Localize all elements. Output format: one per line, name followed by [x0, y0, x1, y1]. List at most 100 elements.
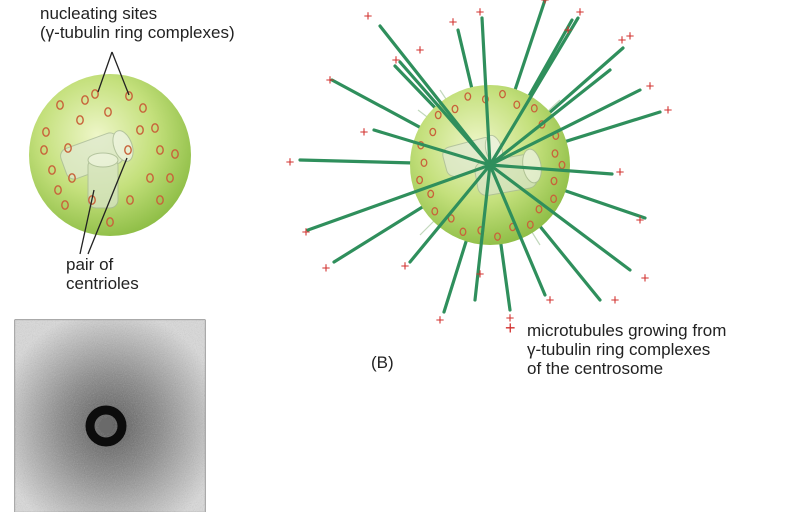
gamma-tubulin-ring — [558, 160, 566, 170]
gamma-tubulin-ring — [526, 220, 534, 229]
microtubule — [480, 16, 492, 167]
gamma-tubulin-ring — [104, 107, 112, 117]
plus-end-marker: + — [616, 164, 625, 181]
plus-ends: + + + + + + + + + + + + + + + + + + + + + + + + + + — [286, 0, 673, 329]
gamma-tubulin-ring — [431, 207, 439, 216]
gamma-tubulin-ring — [42, 127, 50, 137]
gamma-tubulin-ring — [106, 217, 114, 227]
gamma-tubulin-ring — [416, 175, 424, 185]
gamma-tubulin-ring — [48, 165, 56, 175]
plus-end-marker: + — [618, 32, 627, 49]
gamma-tubulin-ring — [451, 104, 459, 114]
gamma-tubulin-ring — [139, 103, 147, 113]
centrosome-b: + + + + + + + + + + + + + + + + + + + + + + + + + + — [286, 0, 673, 329]
plus-end-marker: + — [416, 42, 425, 59]
plus-end-marker: + — [392, 52, 401, 69]
pointer-nucleating-1 — [97, 51, 113, 93]
gamma-tubulin-ring — [499, 89, 506, 99]
gamma-tubulin-ring — [68, 173, 76, 183]
electron-micrograph — [14, 319, 206, 512]
microtubules-front — [306, 16, 642, 302]
gamma-tubulin-ring — [464, 92, 472, 101]
plus-end-marker: + — [326, 72, 335, 89]
pointer-nucleating-2 — [111, 51, 130, 96]
plus-end-marker: + — [449, 14, 458, 31]
microtubules-label: microtubules growing from γ-tubulin ring… — [527, 321, 727, 378]
gamma-tubulin-ring — [551, 149, 559, 158]
gamma-tubulin-ring — [64, 143, 72, 153]
plus-end-marker: + — [641, 270, 650, 287]
gamma-tubulin-ring — [171, 149, 179, 159]
gamma-tubulin-ring — [136, 125, 144, 135]
gamma-tubulin-ring — [40, 145, 48, 155]
microtubule — [488, 68, 612, 167]
plus-end-marker: + — [611, 292, 620, 309]
microtubule — [473, 163, 492, 302]
gamma-tubulin-ring — [81, 95, 89, 105]
gamma-tubulin-ring — [550, 176, 558, 186]
plus-end-marker: + — [476, 4, 485, 21]
gamma-tubulin-ring — [156, 195, 164, 205]
gamma-tubulin-ring — [447, 214, 455, 223]
plus-end-marker: + — [364, 8, 373, 25]
gamma-tubulin-ring — [459, 227, 467, 237]
microtubule — [488, 163, 547, 297]
gamma-tubulin-ring — [54, 185, 62, 195]
plus-end-marker: + — [646, 78, 655, 95]
gamma-tubulin-ring — [434, 110, 442, 120]
microtubule — [488, 163, 632, 272]
microtubule — [488, 163, 614, 176]
gamma-tubulin-ring — [76, 115, 84, 125]
microtubule — [488, 16, 580, 167]
microtubule — [408, 163, 492, 264]
gamma-tubulin-ring — [166, 173, 174, 183]
plus-end-marker: + — [436, 312, 445, 329]
gamma-tubulin-ring — [126, 195, 134, 205]
pointer-centriole-1 — [79, 189, 95, 255]
panel-b-label: (B) — [371, 353, 394, 372]
gamma-tubulin-ring — [535, 204, 543, 214]
plus-end-marker: + — [664, 102, 673, 119]
gamma-tubulin-ring — [550, 194, 558, 204]
plus-end-marker: + — [576, 4, 585, 21]
plus-end-marker: + — [302, 224, 311, 241]
plus-end-marker: + — [546, 292, 555, 309]
nucleating-sites-a — [40, 89, 179, 227]
microtubule — [306, 163, 492, 232]
gamma-tubulin-ring — [56, 100, 64, 110]
gamma-tubulin-ring — [427, 189, 435, 199]
pair-of-centrioles-label: pair of centrioles — [66, 255, 139, 293]
pointer-centriole-2 — [87, 157, 128, 255]
plus-end-marker: + — [360, 124, 369, 141]
plus-end-legend: + — [505, 318, 516, 338]
microtubule — [372, 128, 492, 167]
nucleating-sites-label: nucleating sites (γ-tubulin ring complex… — [40, 4, 235, 42]
centrosome-a — [29, 51, 191, 255]
gamma-tubulin-ring — [88, 195, 96, 205]
gamma-tubulin-ring — [156, 145, 164, 155]
plus-end-marker: + — [476, 266, 485, 283]
gamma-tubulin-ring — [530, 104, 538, 113]
plus-end-marker: + — [286, 154, 295, 171]
gamma-tubulin-ring — [494, 232, 501, 241]
microtubule — [398, 60, 492, 167]
gamma-tubulin-ring — [125, 91, 133, 101]
gamma-tubulin-ring — [91, 89, 99, 99]
plus-end-marker: + — [506, 310, 515, 327]
plus-end-marker: + — [626, 28, 635, 45]
microtubule — [488, 88, 642, 167]
gamma-tubulin-ring — [124, 145, 132, 155]
plus-end-marker: + — [541, 0, 550, 9]
plus-end-marker: + — [564, 22, 573, 39]
gamma-tubulin-ring — [429, 127, 437, 137]
gamma-tubulin-ring — [61, 200, 69, 210]
gamma-tubulin-ring — [151, 123, 159, 133]
gamma-tubulin-ring — [513, 100, 521, 109]
gamma-tubulin-ring — [420, 158, 428, 167]
plus-end-marker: + — [322, 260, 331, 277]
plus-end-marker: + — [401, 258, 410, 275]
centriole-cross-section — [85, 405, 127, 447]
plus-end-marker: + — [636, 212, 645, 229]
gamma-tubulin-ring — [146, 173, 154, 183]
